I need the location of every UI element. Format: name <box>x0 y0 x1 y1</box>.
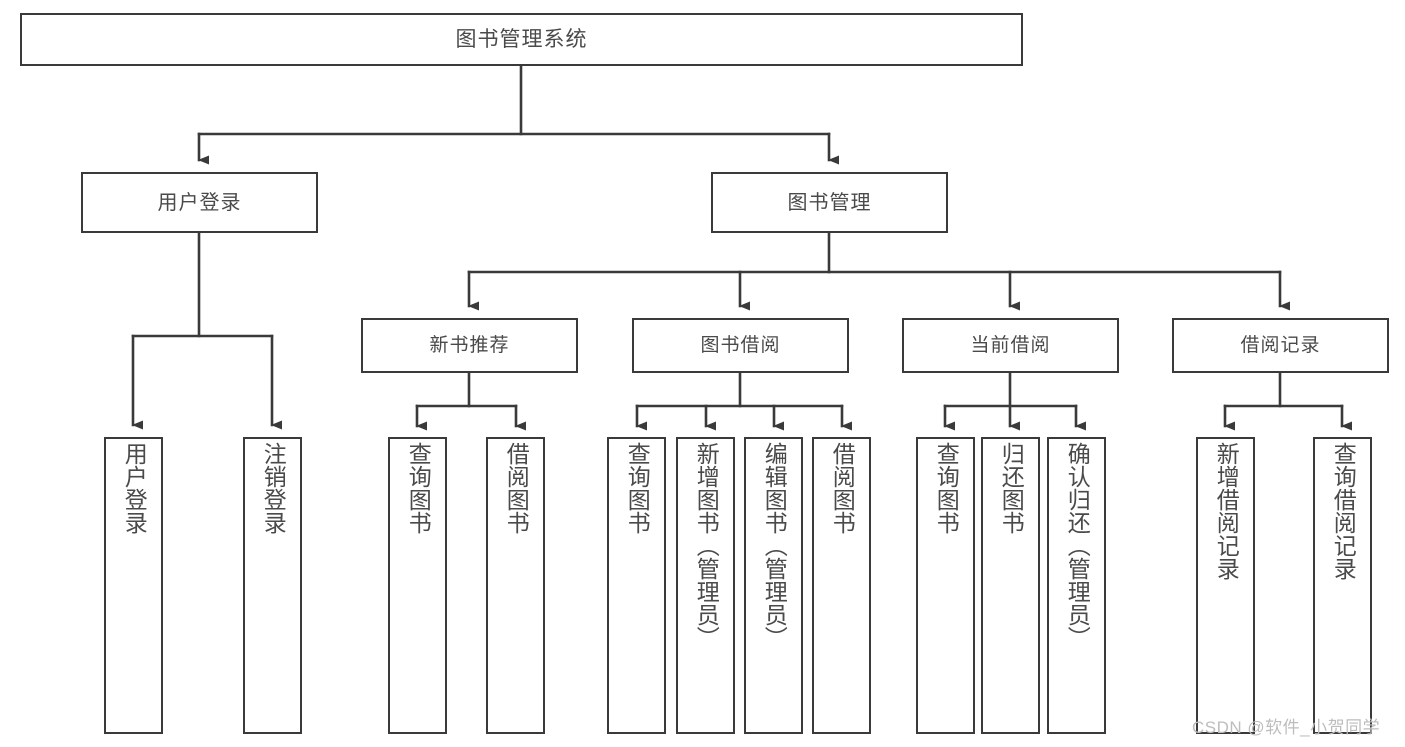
node-leaf-rec-query-label: 查询图书 <box>405 442 432 534</box>
node-leaf-borrow-query[interactable]: 查询图书 <box>607 437 666 734</box>
node-book-manage[interactable]: 图书管理 <box>711 172 948 233</box>
node-leaf-borrow-edit-label: 编辑图书（管理员） <box>761 442 788 649</box>
node-user-login[interactable]: 用户登录 <box>81 172 318 233</box>
node-borrow-record[interactable]: 借阅记录 <box>1172 318 1389 373</box>
node-leaf-user-logout[interactable]: 注销登录 <box>243 437 302 734</box>
node-book-borrow[interactable]: 图书借阅 <box>632 318 849 373</box>
node-leaf-user-logout-label: 注销登录 <box>260 442 287 534</box>
node-leaf-rec-search-label: 查询借阅记录 <box>1330 442 1357 580</box>
node-current-borrow[interactable]: 当前借阅 <box>902 318 1119 373</box>
node-leaf-rec-query[interactable]: 查询图书 <box>388 437 447 734</box>
node-book-manage-label: 图书管理 <box>787 191 872 214</box>
node-leaf-borrow-query-label: 查询图书 <box>624 442 651 534</box>
node-leaf-borrow-add[interactable]: 新增图书（管理员） <box>676 437 735 734</box>
node-user-login-label: 用户登录 <box>157 191 242 214</box>
node-leaf-borrow-lend-label: 借阅图书 <box>829 442 856 534</box>
node-leaf-cur-return-label: 归还图书 <box>998 442 1025 534</box>
node-book-borrow-label: 图书借阅 <box>700 335 781 356</box>
node-leaf-rec-add[interactable]: 新增借阅记录 <box>1196 437 1255 734</box>
node-leaf-user-login-label: 用户登录 <box>121 442 148 534</box>
node-leaf-cur-query-label: 查询图书 <box>933 442 960 534</box>
node-new-book-rec-label: 新书推荐 <box>429 335 510 356</box>
node-leaf-user-login[interactable]: 用户登录 <box>104 437 163 734</box>
node-root-label: 图书管理系统 <box>455 28 588 51</box>
node-leaf-cur-confirm-label: 确认归还（管理员） <box>1064 442 1091 649</box>
node-leaf-rec-borrow[interactable]: 借阅图书 <box>486 437 545 734</box>
node-leaf-cur-query[interactable]: 查询图书 <box>916 437 975 734</box>
node-leaf-rec-borrow-label: 借阅图书 <box>503 442 530 534</box>
node-leaf-rec-add-label: 新增借阅记录 <box>1213 442 1240 580</box>
csdn-watermark: CSDN @软件_小贺同学 <box>1192 718 1381 737</box>
node-leaf-rec-search[interactable]: 查询借阅记录 <box>1313 437 1372 734</box>
node-leaf-cur-confirm[interactable]: 确认归还（管理员） <box>1047 437 1106 734</box>
node-leaf-borrow-lend[interactable]: 借阅图书 <box>812 437 871 734</box>
node-borrow-record-label: 借阅记录 <box>1240 335 1321 356</box>
node-leaf-borrow-add-label: 新增图书（管理员） <box>693 442 720 649</box>
node-current-borrow-label: 当前借阅 <box>970 335 1051 356</box>
node-root[interactable]: 图书管理系统 <box>20 13 1023 66</box>
node-leaf-cur-return[interactable]: 归还图书 <box>981 437 1040 734</box>
node-new-book-rec[interactable]: 新书推荐 <box>361 318 578 373</box>
node-leaf-borrow-edit[interactable]: 编辑图书（管理员） <box>744 437 803 734</box>
